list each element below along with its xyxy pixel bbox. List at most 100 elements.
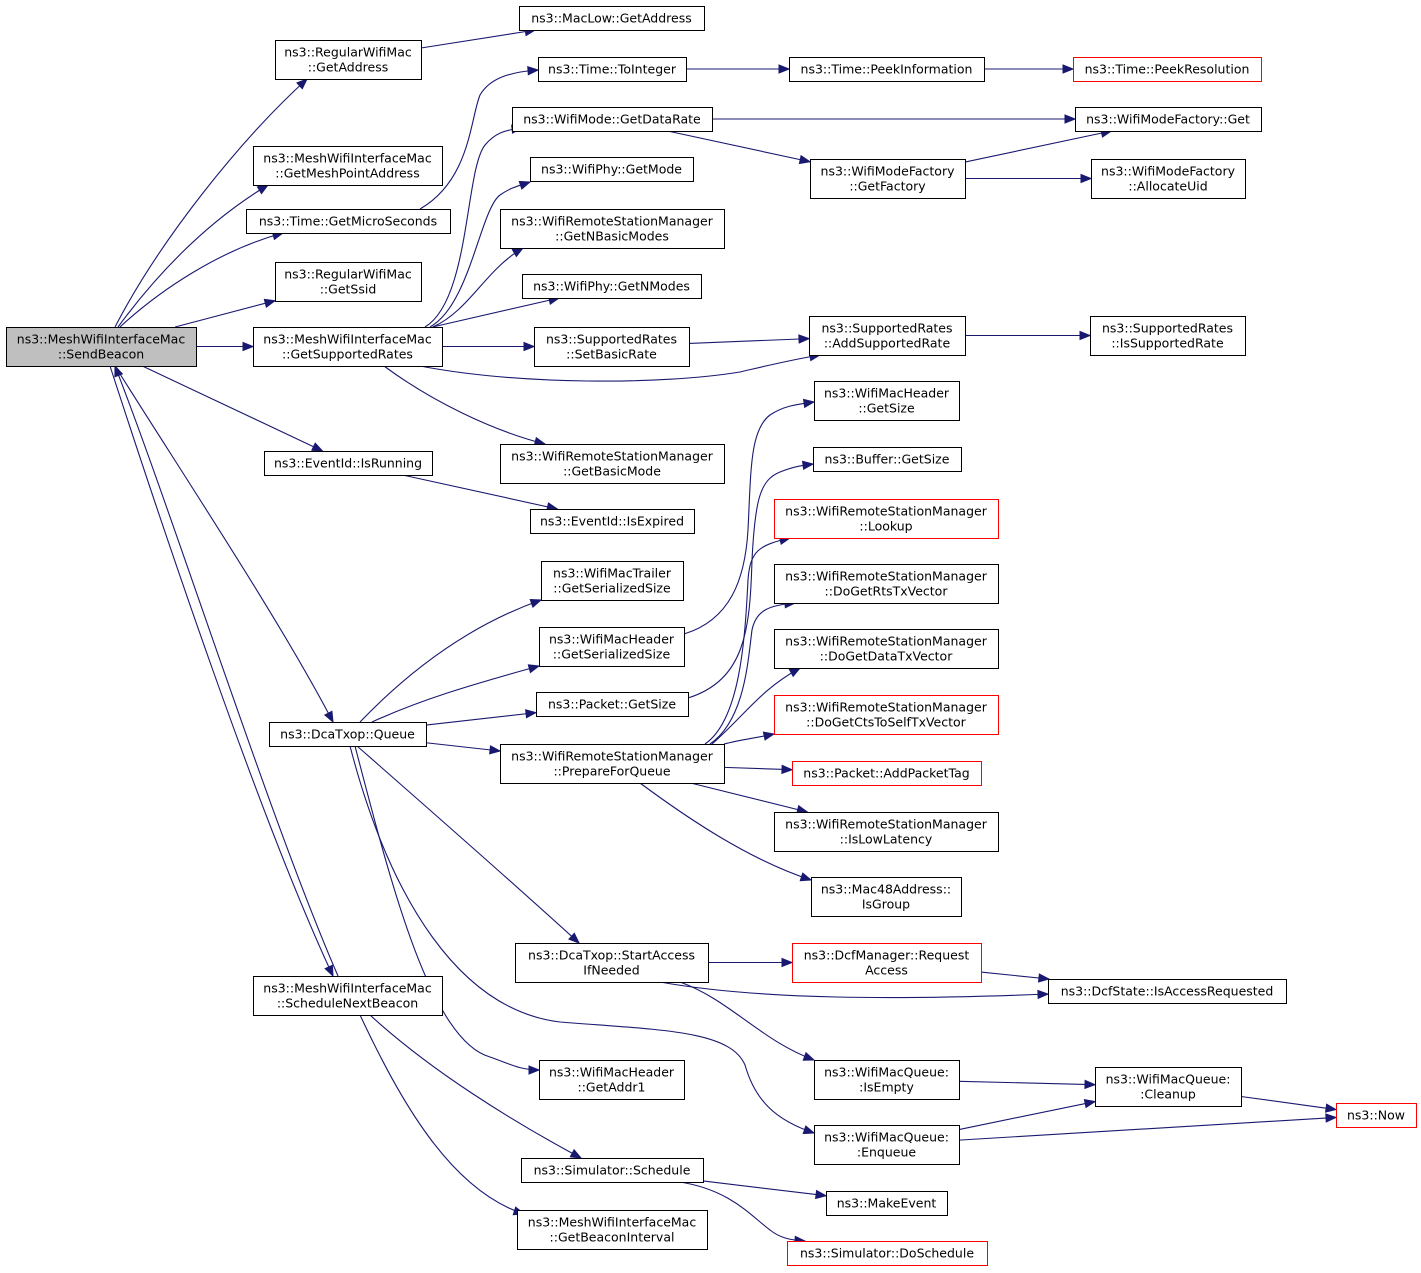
node-box[interactable]: [500, 209, 725, 249]
node-packet_getsize[interactable]: ns3::Packet::GetSize: [536, 692, 689, 717]
node-box[interactable]: [519, 6, 705, 31]
node-box[interactable]: [541, 561, 684, 601]
node-time_getmicroseconds[interactable]: ns3::Time::GetMicroSeconds: [246, 209, 451, 234]
node-sr_issupportedrate[interactable]: ns3::SupportedRates::IsSupportedRate: [1090, 316, 1246, 356]
node-box[interactable]: [6, 327, 197, 367]
node-box[interactable]: [1075, 107, 1262, 132]
node-box[interactable]: [264, 451, 433, 476]
node-simulator_doschedule[interactable]: ns3::Simulator::DoSchedule: [787, 1241, 988, 1266]
node-box[interactable]: [1091, 159, 1246, 199]
node-box[interactable]: [530, 509, 695, 534]
node-box[interactable]: [1073, 57, 1262, 82]
node-box[interactable]: [517, 1210, 708, 1250]
node-box[interactable]: [814, 381, 960, 421]
node-wrsm_dogetdatatxvector[interactable]: ns3::WifiRemoteStationManager::DoGetData…: [774, 629, 999, 669]
node-box[interactable]: [538, 57, 687, 82]
node-simulator_schedule[interactable]: ns3::Simulator::Schedule: [521, 1158, 704, 1183]
node-sr_setbasicrate[interactable]: ns3::SupportedRates::SetBasicRate: [534, 327, 690, 367]
node-dcatxop_queue[interactable]: ns3::DcaTxop::Queue: [269, 722, 427, 747]
node-mwim_getbeaconinterval[interactable]: ns3::MeshWifiInterfaceMac::GetBeaconInte…: [517, 1210, 708, 1250]
node-box[interactable]: [774, 499, 999, 539]
node-box[interactable]: [787, 1241, 988, 1266]
node-box[interactable]: [253, 976, 443, 1016]
node-box[interactable]: [792, 761, 982, 786]
node-wifiphy_getmode[interactable]: ns3::WifiPhy::GetMode: [530, 157, 694, 182]
node-box[interactable]: [1095, 1067, 1242, 1107]
node-wmf_get[interactable]: ns3::WifiModeFactory::Get: [1075, 107, 1262, 132]
node-wmt_getserializedsize[interactable]: ns3::WifiMacTrailer::GetSerializedSize: [541, 561, 684, 601]
node-box[interactable]: [826, 1191, 948, 1216]
node-wmf_getfactory[interactable]: ns3::WifiModeFactory::GetFactory: [810, 159, 966, 199]
node-mwim_getmeshpointaddress[interactable]: ns3::MeshWifiInterfaceMac::GetMeshPointA…: [253, 146, 443, 186]
node-sr_addsupportedrate[interactable]: ns3::SupportedRates::AddSupportedRate: [809, 316, 966, 356]
node-wifimode_getdatarate[interactable]: ns3::WifiMode::GetDataRate: [512, 107, 713, 132]
node-packet_addpackettag[interactable]: ns3::Packet::AddPacketTag: [792, 761, 982, 786]
node-box[interactable]: [792, 943, 982, 983]
node-wrsm_prepareforqueue[interactable]: ns3::WifiRemoteStationManager::PrepareFo…: [500, 744, 725, 784]
node-box[interactable]: [253, 146, 443, 186]
node-box[interactable]: [534, 327, 690, 367]
node-box[interactable]: [500, 444, 725, 484]
node-wmh_getserializedsize[interactable]: ns3::WifiMacHeader::GetSerializedSize: [539, 627, 685, 667]
node-dcfstate_isaccessrequested[interactable]: ns3::DcfState::IsAccessRequested: [1048, 979, 1287, 1004]
node-wrsm_islowlatency[interactable]: ns3::WifiRemoteStationManager::IsLowLate…: [774, 812, 999, 852]
node-wrsm_lookup[interactable]: ns3::WifiRemoteStationManager::Lookup: [774, 499, 999, 539]
node-box[interactable]: [500, 744, 725, 784]
node-box[interactable]: [774, 629, 999, 669]
node-box[interactable]: [275, 262, 422, 302]
node-time_tointeger[interactable]: ns3::Time::ToInteger: [538, 57, 687, 82]
node-wrsm_getbasicmode[interactable]: ns3::WifiRemoteStationManager::GetBasicM…: [500, 444, 725, 484]
node-box[interactable]: [1048, 979, 1287, 1004]
node-box[interactable]: [530, 157, 694, 182]
node-box[interactable]: [253, 327, 443, 367]
node-eventid_isrunning[interactable]: ns3::EventId::IsRunning: [264, 451, 433, 476]
node-box[interactable]: [539, 1060, 685, 1100]
node-wmq_cleanup[interactable]: ns3::WifiMacQueue::Cleanup: [1095, 1067, 1242, 1107]
node-wmh_getaddr1[interactable]: ns3::WifiMacHeader::GetAddr1: [539, 1060, 685, 1100]
node-wrsm_getnbasicmodes[interactable]: ns3::WifiRemoteStationManager::GetNBasic…: [500, 209, 725, 249]
node-wifiphy_getnmodes[interactable]: ns3::WifiPhy::GetNModes: [522, 274, 702, 299]
node-rwm_getaddress[interactable]: ns3::RegularWifiMac::GetAddress: [275, 40, 422, 80]
node-wrsm_dogetrtstxvector[interactable]: ns3::WifiRemoteStationManager::DoGetRtsT…: [774, 564, 999, 604]
node-box[interactable]: [774, 812, 999, 852]
node-wmq_enqueue[interactable]: ns3::WifiMacQueue::Enqueue: [814, 1125, 960, 1165]
node-wmq_isempty[interactable]: ns3::WifiMacQueue::IsEmpty: [814, 1060, 960, 1100]
node-box[interactable]: [1090, 316, 1246, 356]
node-time_peekinformation[interactable]: ns3::Time::PeekInformation: [789, 57, 985, 82]
node-rwm_getssid[interactable]: ns3::RegularWifiMac::GetSsid: [275, 262, 422, 302]
node-box[interactable]: [810, 159, 966, 199]
node-makeevent[interactable]: ns3::MakeEvent: [826, 1191, 948, 1216]
node-box[interactable]: [774, 695, 999, 735]
node-box[interactable]: [515, 943, 709, 983]
node-mac48_isgroup[interactable]: ns3::Mac48Address::IsGroup: [811, 877, 962, 917]
node-box[interactable]: [269, 722, 427, 747]
node-box[interactable]: [512, 107, 713, 132]
node-box[interactable]: [809, 316, 966, 356]
node-box[interactable]: [1336, 1103, 1417, 1128]
node-box[interactable]: [811, 877, 962, 917]
node-maclow_getaddress[interactable]: ns3::MacLow::GetAddress: [519, 6, 705, 31]
node-box[interactable]: [522, 274, 702, 299]
node-box[interactable]: [774, 564, 999, 604]
node-box[interactable]: [536, 692, 689, 717]
node-buffer_getsize[interactable]: ns3::Buffer::GetSize: [813, 447, 962, 472]
node-box[interactable]: [275, 40, 422, 80]
node-wmf_allocateuid[interactable]: ns3::WifiModeFactory::AllocateUid: [1091, 159, 1246, 199]
node-box[interactable]: [814, 1125, 960, 1165]
node-mwim_schedulenextbeacon[interactable]: ns3::MeshWifiInterfaceMac::ScheduleNextB…: [253, 976, 443, 1016]
node-sendbeacon[interactable]: ns3::MeshWifiInterfaceMac::SendBeacon: [6, 327, 197, 367]
node-mwim_getsupportedrates[interactable]: ns3::MeshWifiInterfaceMac::GetSupportedR…: [253, 327, 443, 367]
node-now[interactable]: ns3::Now: [1336, 1103, 1417, 1128]
node-wmh_getsize[interactable]: ns3::WifiMacHeader::GetSize: [814, 381, 960, 421]
node-wrsm_dogetctstoselftxvector[interactable]: ns3::WifiRemoteStationManager::DoGetCtsT…: [774, 695, 999, 735]
node-eventid_isexpired[interactable]: ns3::EventId::IsExpired: [530, 509, 695, 534]
node-box[interactable]: [539, 627, 685, 667]
node-box[interactable]: [521, 1158, 704, 1183]
node-box[interactable]: [814, 1060, 960, 1100]
node-box[interactable]: [246, 209, 451, 234]
node-time_peekresolution[interactable]: ns3::Time::PeekResolution: [1073, 57, 1262, 82]
node-box[interactable]: [813, 447, 962, 472]
node-box[interactable]: [789, 57, 985, 82]
